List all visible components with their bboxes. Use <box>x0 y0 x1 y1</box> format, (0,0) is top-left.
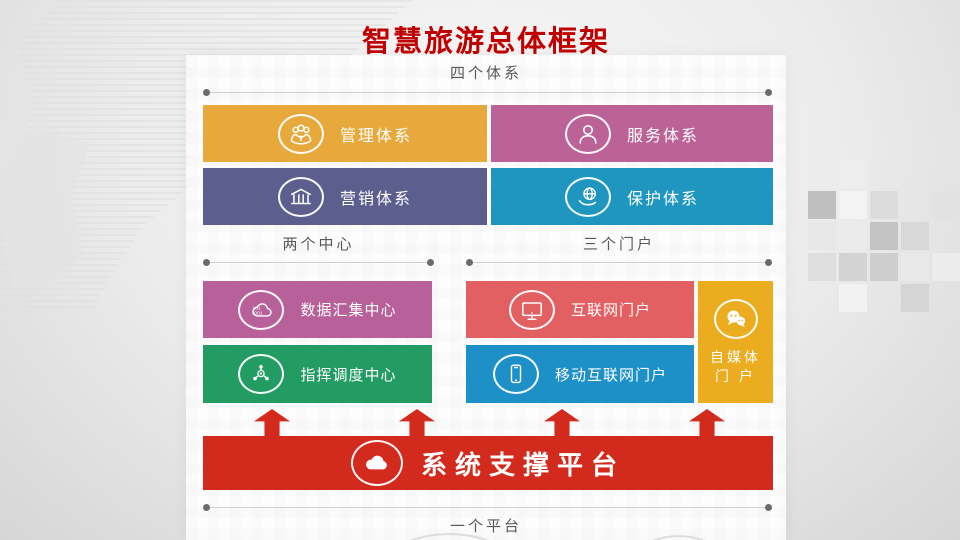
section-label-three-portals: 三个门户 <box>582 236 655 253</box>
section-label-four-systems: 四个体系 <box>449 65 522 82</box>
platform-bar: 系统支撑平台 <box>203 436 773 490</box>
system-block-label: 服务体系 <box>626 127 699 145</box>
smartphone-icon <box>492 354 539 394</box>
system-block-label: 保护体系 <box>626 190 699 208</box>
person-icon <box>564 113 611 154</box>
center-block-label: 数据汇集中心 <box>300 302 397 319</box>
portal-block-label: 移动互联网门户 <box>554 366 667 384</box>
diagram-panel: 四个体系 管理体系 服务体系 <box>186 55 786 540</box>
pixel-mosaic-decoration <box>808 160 960 320</box>
svg-text:1001: 1001 <box>252 310 263 316</box>
section-label-one-platform: 一个平台 <box>449 518 522 535</box>
bracket-two-centers <box>203 259 434 266</box>
cloud-icon <box>350 440 403 486</box>
up-arrow-icon <box>689 409 725 436</box>
system-block-label: 管理体系 <box>339 127 412 145</box>
svg-text:101: 101 <box>253 305 261 311</box>
up-arrow-icon <box>544 409 580 436</box>
system-block-label: 营销体系 <box>339 190 412 208</box>
up-arrow-icon <box>399 409 435 436</box>
portal-block-mobile: 移动互联网门户 <box>466 345 694 403</box>
portal-block-selfmedia: 自媒体门 户 <box>698 281 773 403</box>
platform-label: 系统支撑平台 <box>420 449 625 480</box>
system-block-marketing: 营销体系 <box>203 168 487 225</box>
wechat-icon <box>713 298 758 339</box>
globe-hand-icon <box>564 176 611 217</box>
portal-block-label: 自媒体门 户 <box>710 348 761 384</box>
system-block-management: 管理体系 <box>203 105 487 162</box>
page-title: 智慧旅游总体框架 <box>361 26 610 58</box>
monitor-icon <box>508 289 555 330</box>
bracket-three-portals <box>466 259 772 266</box>
center-block-data: 101 1001 数据汇集中心 <box>203 281 432 338</box>
up-arrow-icon <box>254 409 290 436</box>
bank-icon <box>277 176 324 217</box>
center-block-dispatch: 指挥调度中心 <box>203 345 432 403</box>
center-block-label: 指挥调度中心 <box>300 366 397 384</box>
portal-block-label: 互联网门户 <box>570 302 651 319</box>
data-cloud-icon: 101 1001 <box>238 289 285 330</box>
team-icon <box>277 113 324 154</box>
bracket-four-systems <box>203 89 772 96</box>
section-label-two-centers: 两个中心 <box>282 236 355 253</box>
system-block-service: 服务体系 <box>491 105 773 162</box>
bracket-one-platform <box>203 504 772 511</box>
portal-block-internet: 互联网门户 <box>466 281 694 338</box>
hub-icon <box>238 354 285 394</box>
system-block-protection: 保护体系 <box>491 168 773 225</box>
